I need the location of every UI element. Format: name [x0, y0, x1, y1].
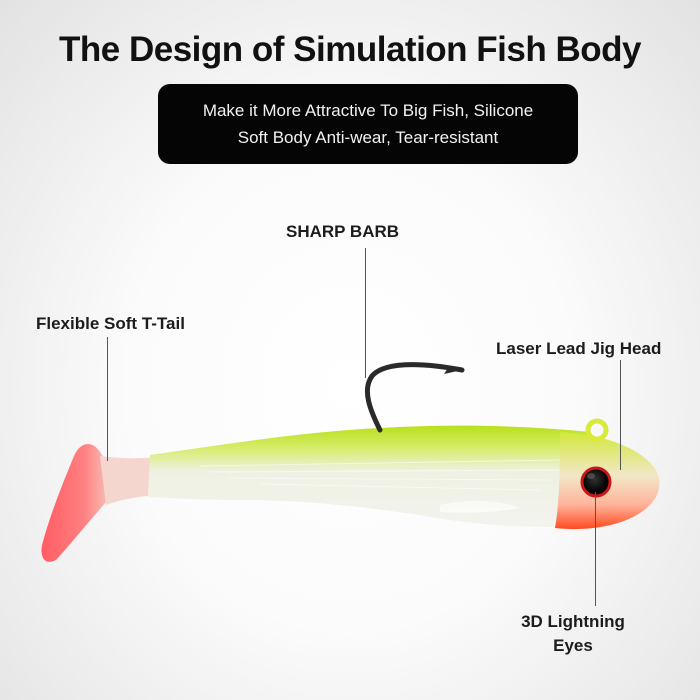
subtitle-banner: Make it More Attractive To Big Fish, Sil… [158, 84, 578, 164]
sharp-barb-hook [365, 362, 465, 433]
callout-jig-head: Laser Lead Jig Head [496, 339, 662, 358]
callout-sharp-barb: SHARP BARB [286, 222, 400, 241]
subtitle-line-1: Make it More Attractive To Big Fish, Sil… [202, 101, 534, 120]
subtitle-line-2: Soft Body Anti-wear, Tear-resistant [237, 128, 499, 147]
barb-leader-line [365, 248, 366, 378]
callout-3d-eyes: 3D Lightning Eyes [508, 610, 638, 658]
head-leader-line [620, 360, 621, 470]
lure-body [148, 425, 600, 527]
callout-3d-eyes-line-2: Eyes [553, 636, 593, 655]
callout-3d-eyes-line-1: 3D Lightning [521, 612, 625, 631]
t-tail [41, 444, 112, 562]
line-tie-eye [585, 418, 609, 442]
3d-eye [580, 466, 612, 498]
tail-leader-line [107, 337, 108, 461]
callout-soft-t-tail: Flexible Soft T-Tail [36, 314, 185, 333]
page-title: The Design of Simulation Fish Body [59, 30, 641, 69]
eyes-leader-line [595, 492, 596, 606]
